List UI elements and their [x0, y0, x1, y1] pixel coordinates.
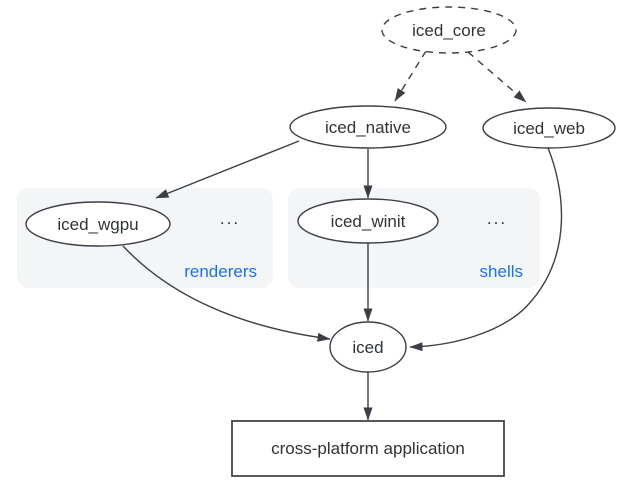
node-iced-winit-label: iced_winit	[331, 212, 406, 231]
node-iced-label: iced	[352, 338, 383, 357]
node-iced-core-label: iced_core	[412, 21, 486, 40]
node-iced-winit	[297, 198, 439, 244]
node-cross-platform-application	[231, 420, 505, 477]
node-iced-web-label: iced_web	[513, 119, 585, 138]
node-iced-native	[289, 105, 447, 149]
edge-iced-wgpu-to-iced	[122, 245, 331, 342]
shells-ellipsis: ...	[487, 209, 507, 228]
node-iced-wgpu-label: iced_wgpu	[57, 215, 138, 234]
node-iced	[329, 321, 407, 373]
shells-group-label: shells	[480, 262, 523, 281]
node-cross-platform-application-label: cross-platform application	[271, 439, 465, 458]
edge-iced-core-to-iced-native	[394, 50, 427, 102]
edge-iced-native-to-iced-wgpu	[155, 140, 300, 199]
edge-iced-web-to-iced	[409, 147, 563, 352]
node-iced-wgpu	[25, 201, 171, 247]
node-iced-native-label: iced_native	[325, 118, 411, 137]
node-iced-core	[381, 6, 517, 54]
renderers-group-label: renderers	[184, 262, 257, 281]
renderers-ellipsis: ...	[220, 209, 240, 228]
edge-iced-core-to-iced-web	[467, 51, 527, 103]
node-iced-web	[482, 107, 616, 149]
